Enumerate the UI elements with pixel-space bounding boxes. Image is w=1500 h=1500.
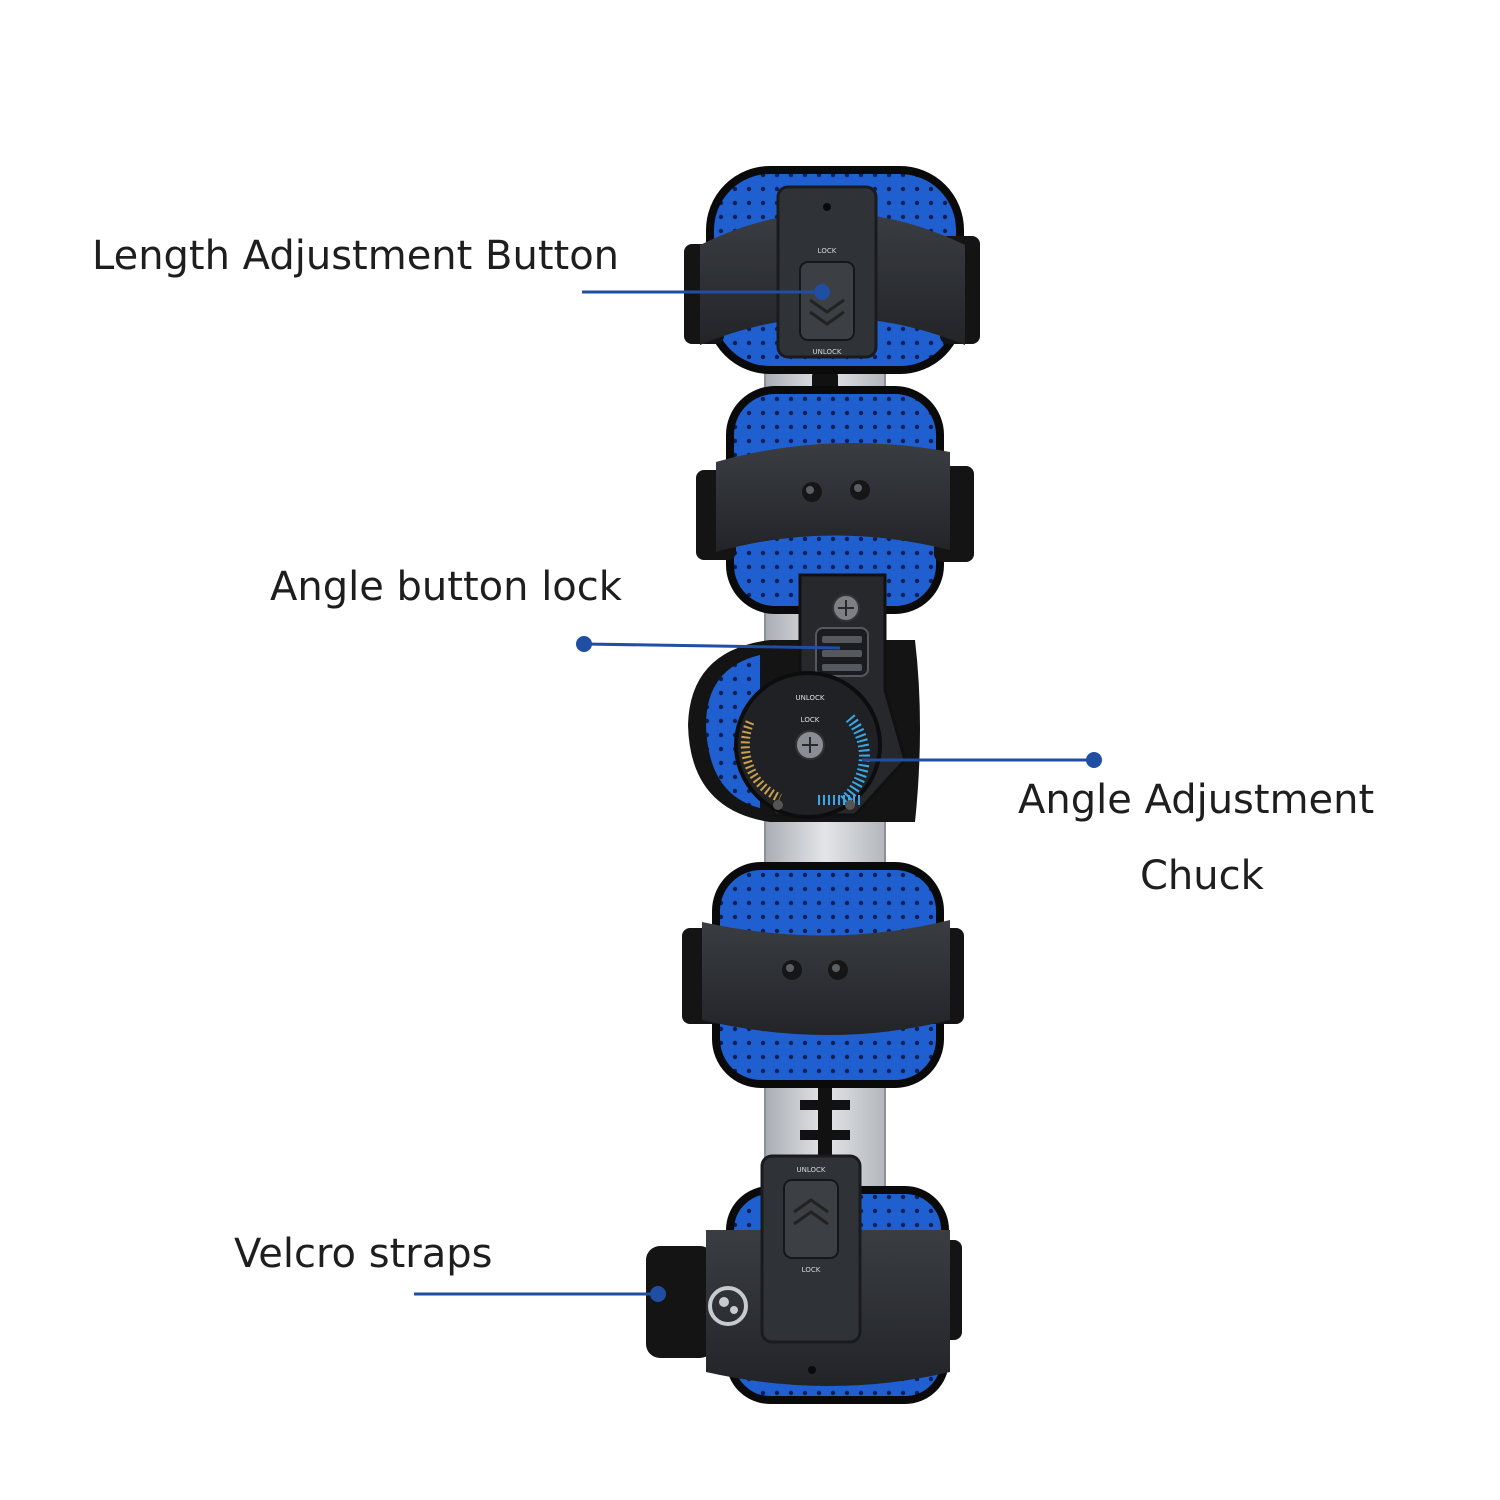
strap-buckle-ring[interactable] — [708, 1286, 748, 1326]
unlock-mark-top: UNLOCK — [813, 348, 842, 356]
shell-upper — [716, 443, 950, 552]
bottom-cuff: UNLOCK LOCK — [646, 1154, 962, 1404]
shell-lower — [702, 920, 950, 1035]
dial-unlock-mark: UNLOCK — [796, 694, 825, 702]
lock-mark-bottom: LOCK — [802, 1266, 821, 1274]
scale-left — [740, 720, 782, 803]
length-adjustment-button[interactable] — [799, 261, 855, 341]
label-angle-adjustment-chuck-line2: Chuck — [1140, 853, 1264, 899]
label-angle-button-lock: Angle button lock — [270, 564, 622, 610]
label-length-adjustment-button: Length Adjustment Button — [92, 233, 620, 279]
length-adjustment-button-bottom[interactable] — [783, 1179, 839, 1259]
scale-right — [838, 714, 870, 807]
dial-lock-mark: LOCK — [801, 716, 820, 724]
top-cuff: LOCK UNLOCK — [684, 166, 980, 374]
hinge-assembly: UNLOCK LOCK — [688, 573, 920, 822]
label-velcro-straps: Velcro straps — [234, 1231, 493, 1277]
lower-calf-cuff — [682, 862, 964, 1088]
unlock-mark-bottom: UNLOCK — [797, 1166, 826, 1174]
lock-mark-top: LOCK — [818, 247, 837, 255]
leader-lock — [583, 642, 841, 650]
leader-lines — [414, 284, 1102, 1302]
label-angle-adjustment-chuck-line1: Angle Adjustment — [1018, 777, 1375, 823]
upper-thigh-cuff — [696, 386, 974, 614]
velcro-strap-bottom-loop[interactable] — [646, 1246, 714, 1358]
